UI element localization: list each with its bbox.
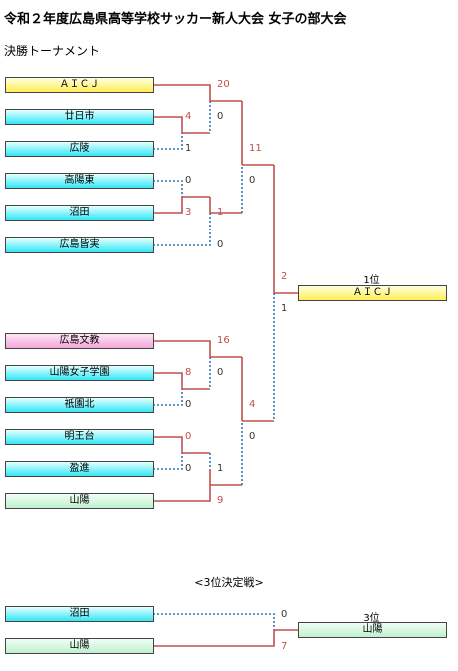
team-box: 盈進 [5,461,154,477]
champion-box: ＡＩＣＪ [298,285,447,301]
team-box: 沼田 [5,205,154,221]
score: 9 [217,495,224,506]
score: 1 [281,303,288,314]
score: 0 [217,239,224,250]
score: 0 [185,175,192,186]
team-box: 山陽 [5,638,154,654]
score: 3 [185,207,192,218]
score: 4 [249,399,256,410]
team-box: 祇園北 [5,397,154,413]
page-title: 令和２年度広島県高等学校サッカー新人大会 女子の部大会 [4,12,347,27]
third-place-box: 山陽 [298,622,447,638]
score: 0 [217,111,224,122]
team-box: 広島皆実 [5,237,154,253]
score: 0 [185,463,192,474]
score: 16 [217,335,230,346]
team-box: 高陽東 [5,173,154,189]
team-box: 山陽 [5,493,154,509]
score: 20 [217,79,230,90]
team-box: 明王台 [5,429,154,445]
team-box: ＡＩＣＪ [5,77,154,93]
score: 4 [185,111,192,122]
score: 11 [249,143,262,154]
third-place-heading: <3位決定戦> [194,576,264,589]
team-box: 沼田 [5,606,154,622]
score: 0 [249,431,256,442]
score: 0 [185,431,192,442]
team-box: 山陽女子学園 [5,365,154,381]
score: 0 [281,609,288,620]
score: 0 [185,399,192,410]
score: 7 [281,641,288,652]
third-place-label: 3位 [363,613,380,624]
score: 1 [185,143,192,154]
score: 8 [185,367,192,378]
team-box: 広陵 [5,141,154,157]
score: 1 [217,463,224,474]
score: 0 [249,175,256,186]
score: 1 [217,207,224,218]
score: 0 [217,367,224,378]
first-place-label: 1位 [363,275,380,286]
team-box: 広島文教 [5,333,154,349]
page-subtitle: 決勝トーナメント [4,44,101,58]
team-box: 廿日市 [5,109,154,125]
score: 2 [281,271,288,282]
